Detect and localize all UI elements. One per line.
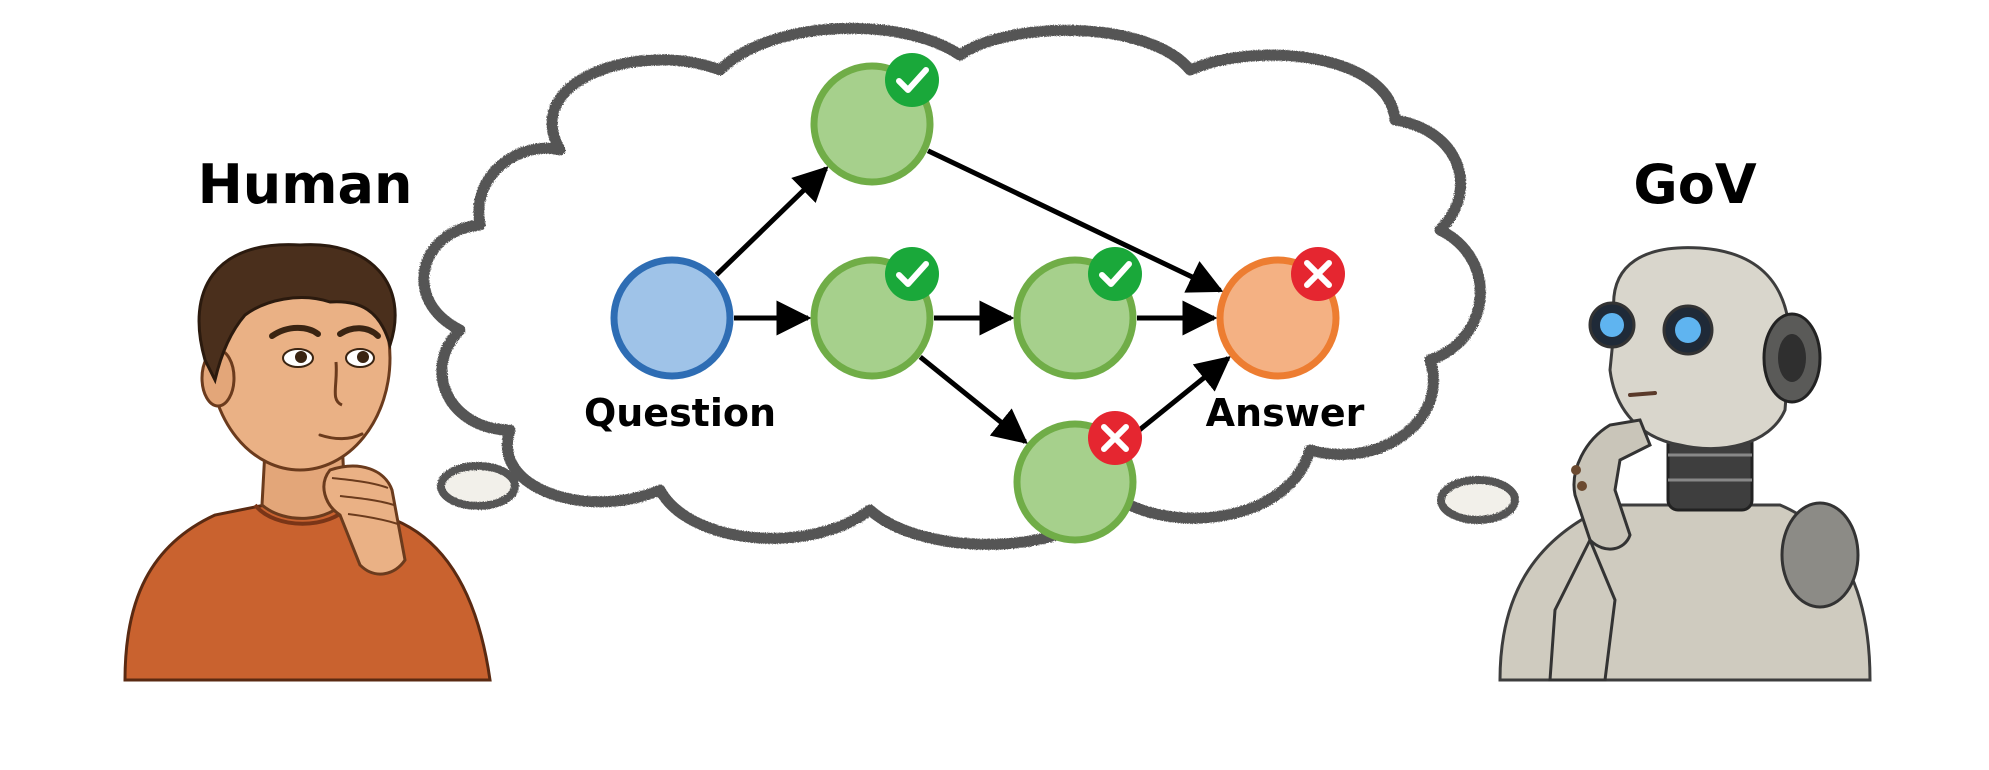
cloud-bubble-left [437, 462, 519, 510]
cross-icon-answer [1291, 247, 1345, 301]
human-hand [322, 464, 407, 576]
cloud-bubble-right [1437, 476, 1519, 524]
graph-edges [714, 148, 1231, 445]
question-label: Question [584, 391, 776, 435]
thought-cloud [418, 22, 1519, 550]
human-label: Human [198, 153, 413, 216]
edge-b-to-d [918, 355, 1028, 444]
graph-nodes [610, 53, 1345, 544]
node-question [610, 256, 734, 380]
answer-label: Answer [1206, 391, 1365, 435]
edge-question-to-a [714, 166, 829, 277]
check-icon-b [885, 247, 939, 301]
check-icon-a [885, 53, 939, 107]
human-illustration [123, 243, 492, 682]
cross-icon-d [1088, 411, 1142, 465]
cloud-outline [418, 22, 1486, 550]
robot-illustration [1498, 246, 1872, 682]
check-icon-c [1088, 247, 1142, 301]
edge-d-to-answer [1121, 356, 1231, 445]
edge-a-to-answer [926, 148, 1224, 293]
gov-label: GoV [1633, 153, 1756, 216]
human-hair [197, 243, 397, 385]
